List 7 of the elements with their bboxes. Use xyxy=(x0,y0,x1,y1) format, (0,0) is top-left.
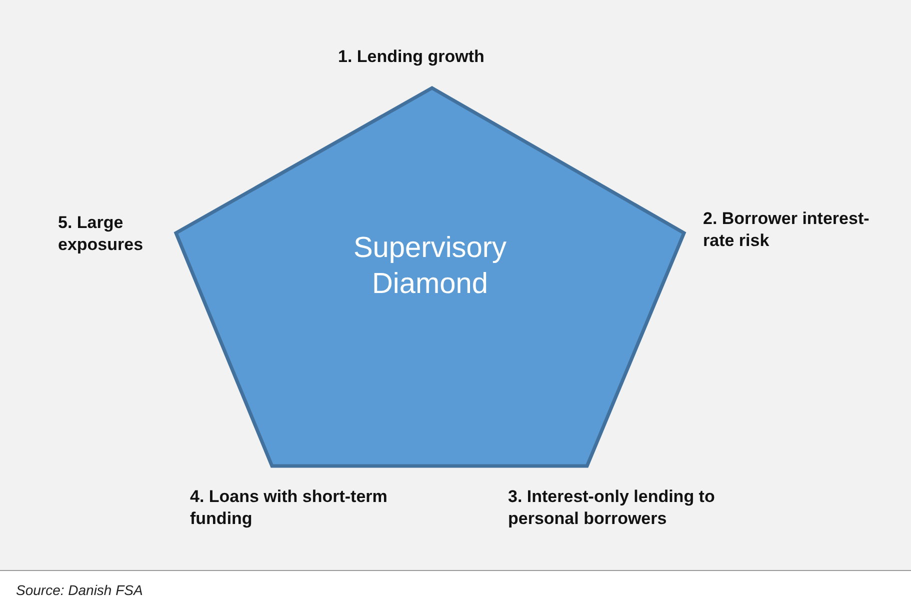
corner-label: 4. Loans with short-term funding xyxy=(190,486,388,530)
corner-label: 5. Large exposures xyxy=(58,212,144,256)
corner-label: 2. Borrower interest-rate risk xyxy=(703,208,870,252)
center-label: Supervisory Diamond xyxy=(352,231,508,302)
corner-label: 3. Interest-only lending to personal borrowers xyxy=(508,486,716,530)
source-note: Source: Danish FSA xyxy=(16,582,143,598)
corner-label: 1. Lending growth xyxy=(338,46,486,68)
